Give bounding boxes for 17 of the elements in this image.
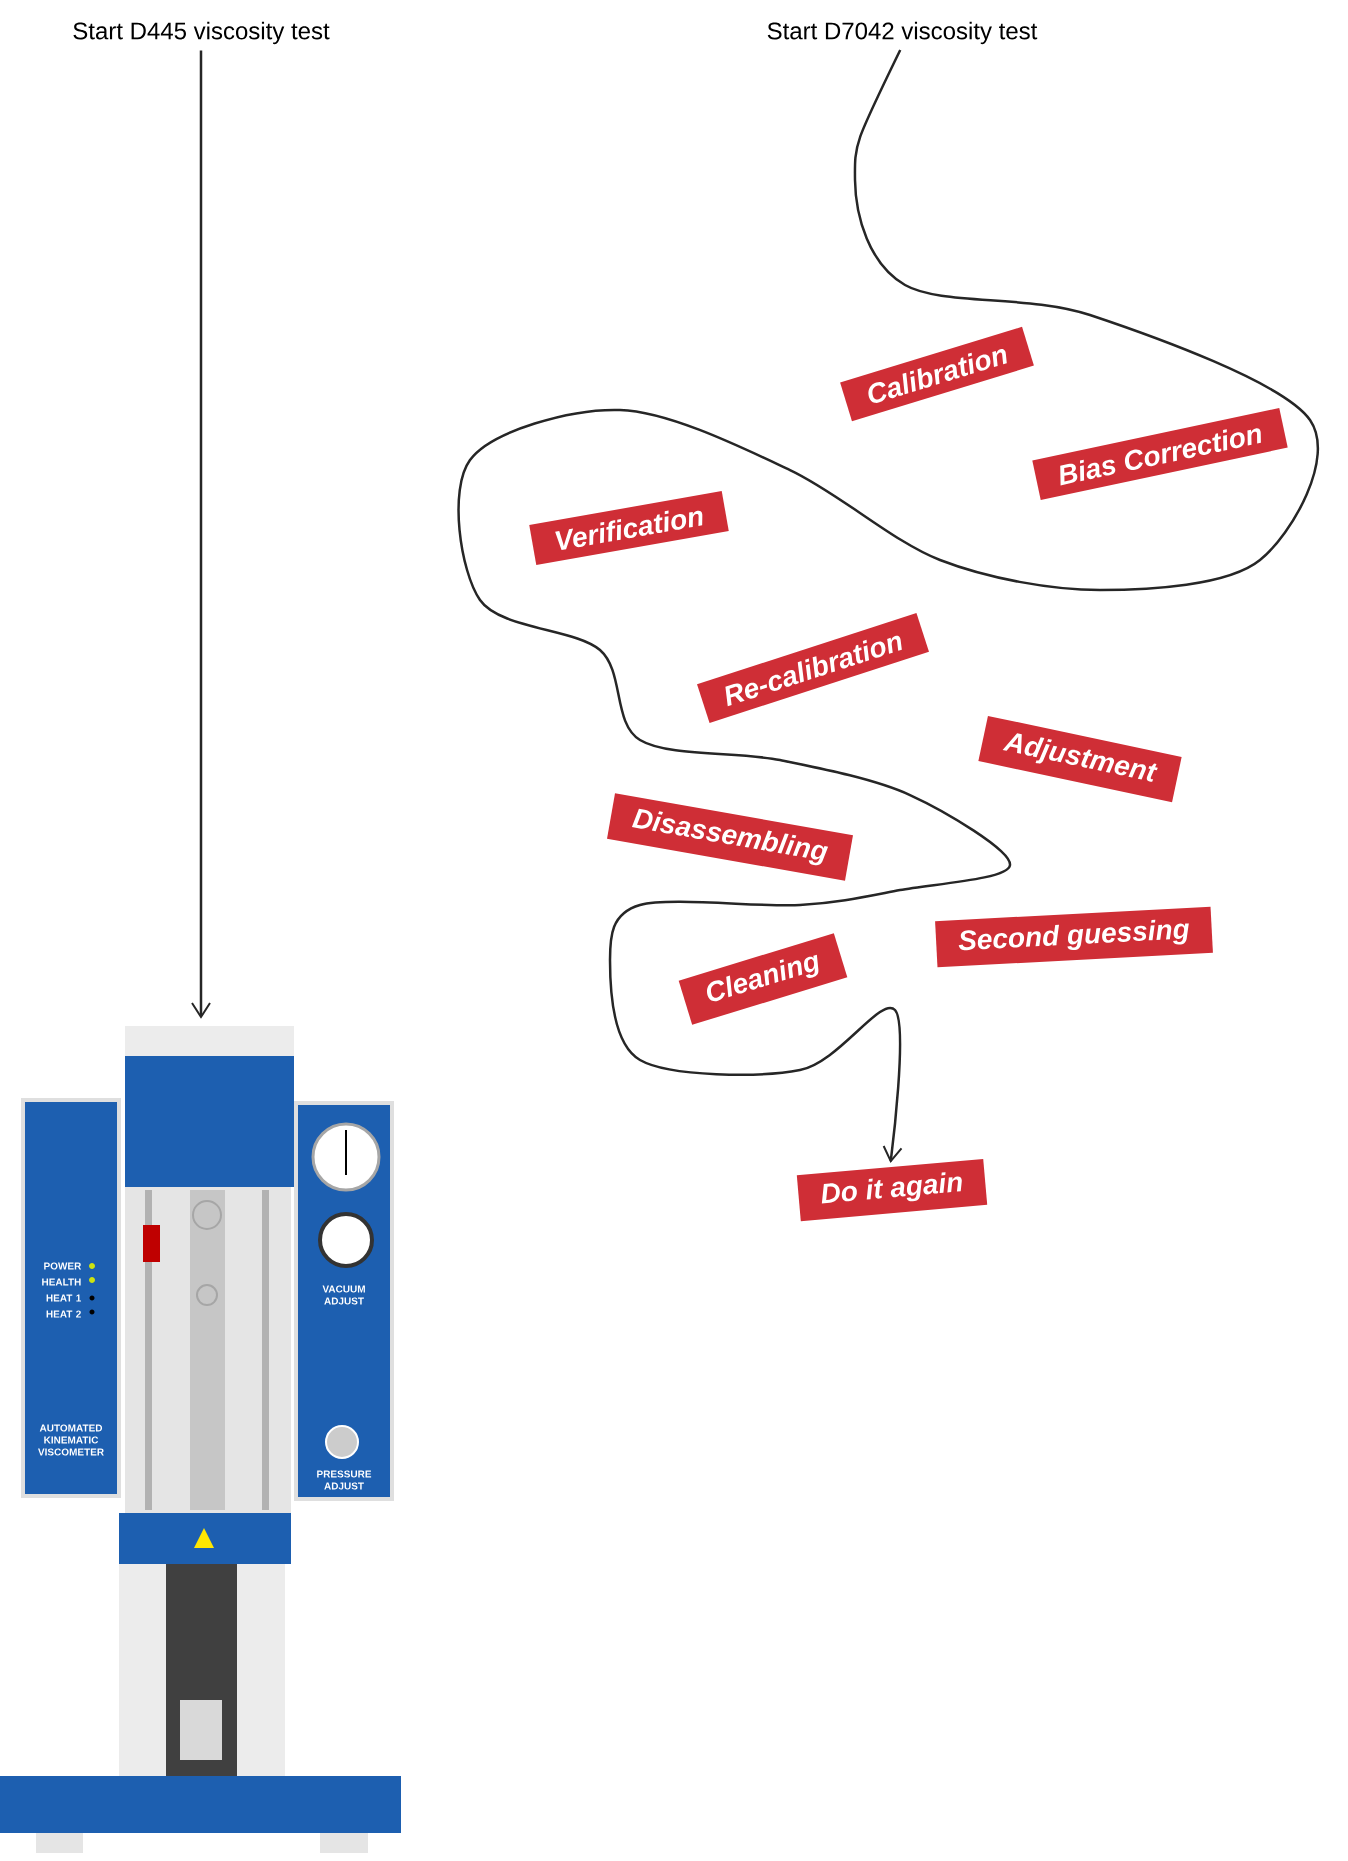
arrow bbox=[457, 49, 1319, 1163]
tape-label: Bias Correction bbox=[1032, 407, 1288, 501]
panel-label: HEAT 1 bbox=[46, 1294, 81, 1302]
tape-label: Verification bbox=[529, 491, 729, 565]
panel-label: AUTOMATED KINEMATIC VISCOMETER bbox=[38, 1424, 104, 1456]
panel-label: VACUUM ADJUST bbox=[322, 1285, 365, 1305]
panel-label: POWER bbox=[44, 1262, 82, 1270]
panel-label: HEAT 2 bbox=[46, 1310, 81, 1318]
tape-label: Cleaning bbox=[678, 933, 848, 1025]
panel-label: PRESSURE ADJUST bbox=[317, 1470, 372, 1490]
start-label: Start D7042 viscosity test bbox=[767, 21, 1038, 45]
start-label: Start D445 viscosity test bbox=[73, 21, 330, 45]
tape-label: Do it again bbox=[796, 1158, 988, 1222]
tape-label: Second guessing bbox=[935, 906, 1213, 968]
instrument-drawing bbox=[0, 1026, 401, 1853]
panel-label: HEALTH bbox=[42, 1278, 81, 1286]
arrow bbox=[191, 50, 211, 1019]
